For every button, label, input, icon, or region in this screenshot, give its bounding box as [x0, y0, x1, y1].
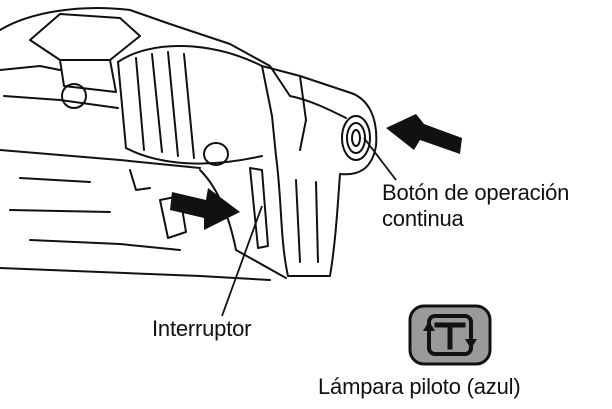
continuous-label-line-1: Botón de operación	[382, 180, 570, 205]
continuous-label-line-2: continua	[382, 206, 464, 231]
continuous-operation-button-label: Botón de operación continua	[382, 180, 569, 232]
black-arrow-icon	[170, 114, 462, 230]
switch-label: Interruptor	[152, 316, 252, 341]
pilot-lamp-label: Lámpara piloto (azul)	[318, 374, 521, 399]
continuous-mode-lamp-icon	[408, 304, 492, 366]
